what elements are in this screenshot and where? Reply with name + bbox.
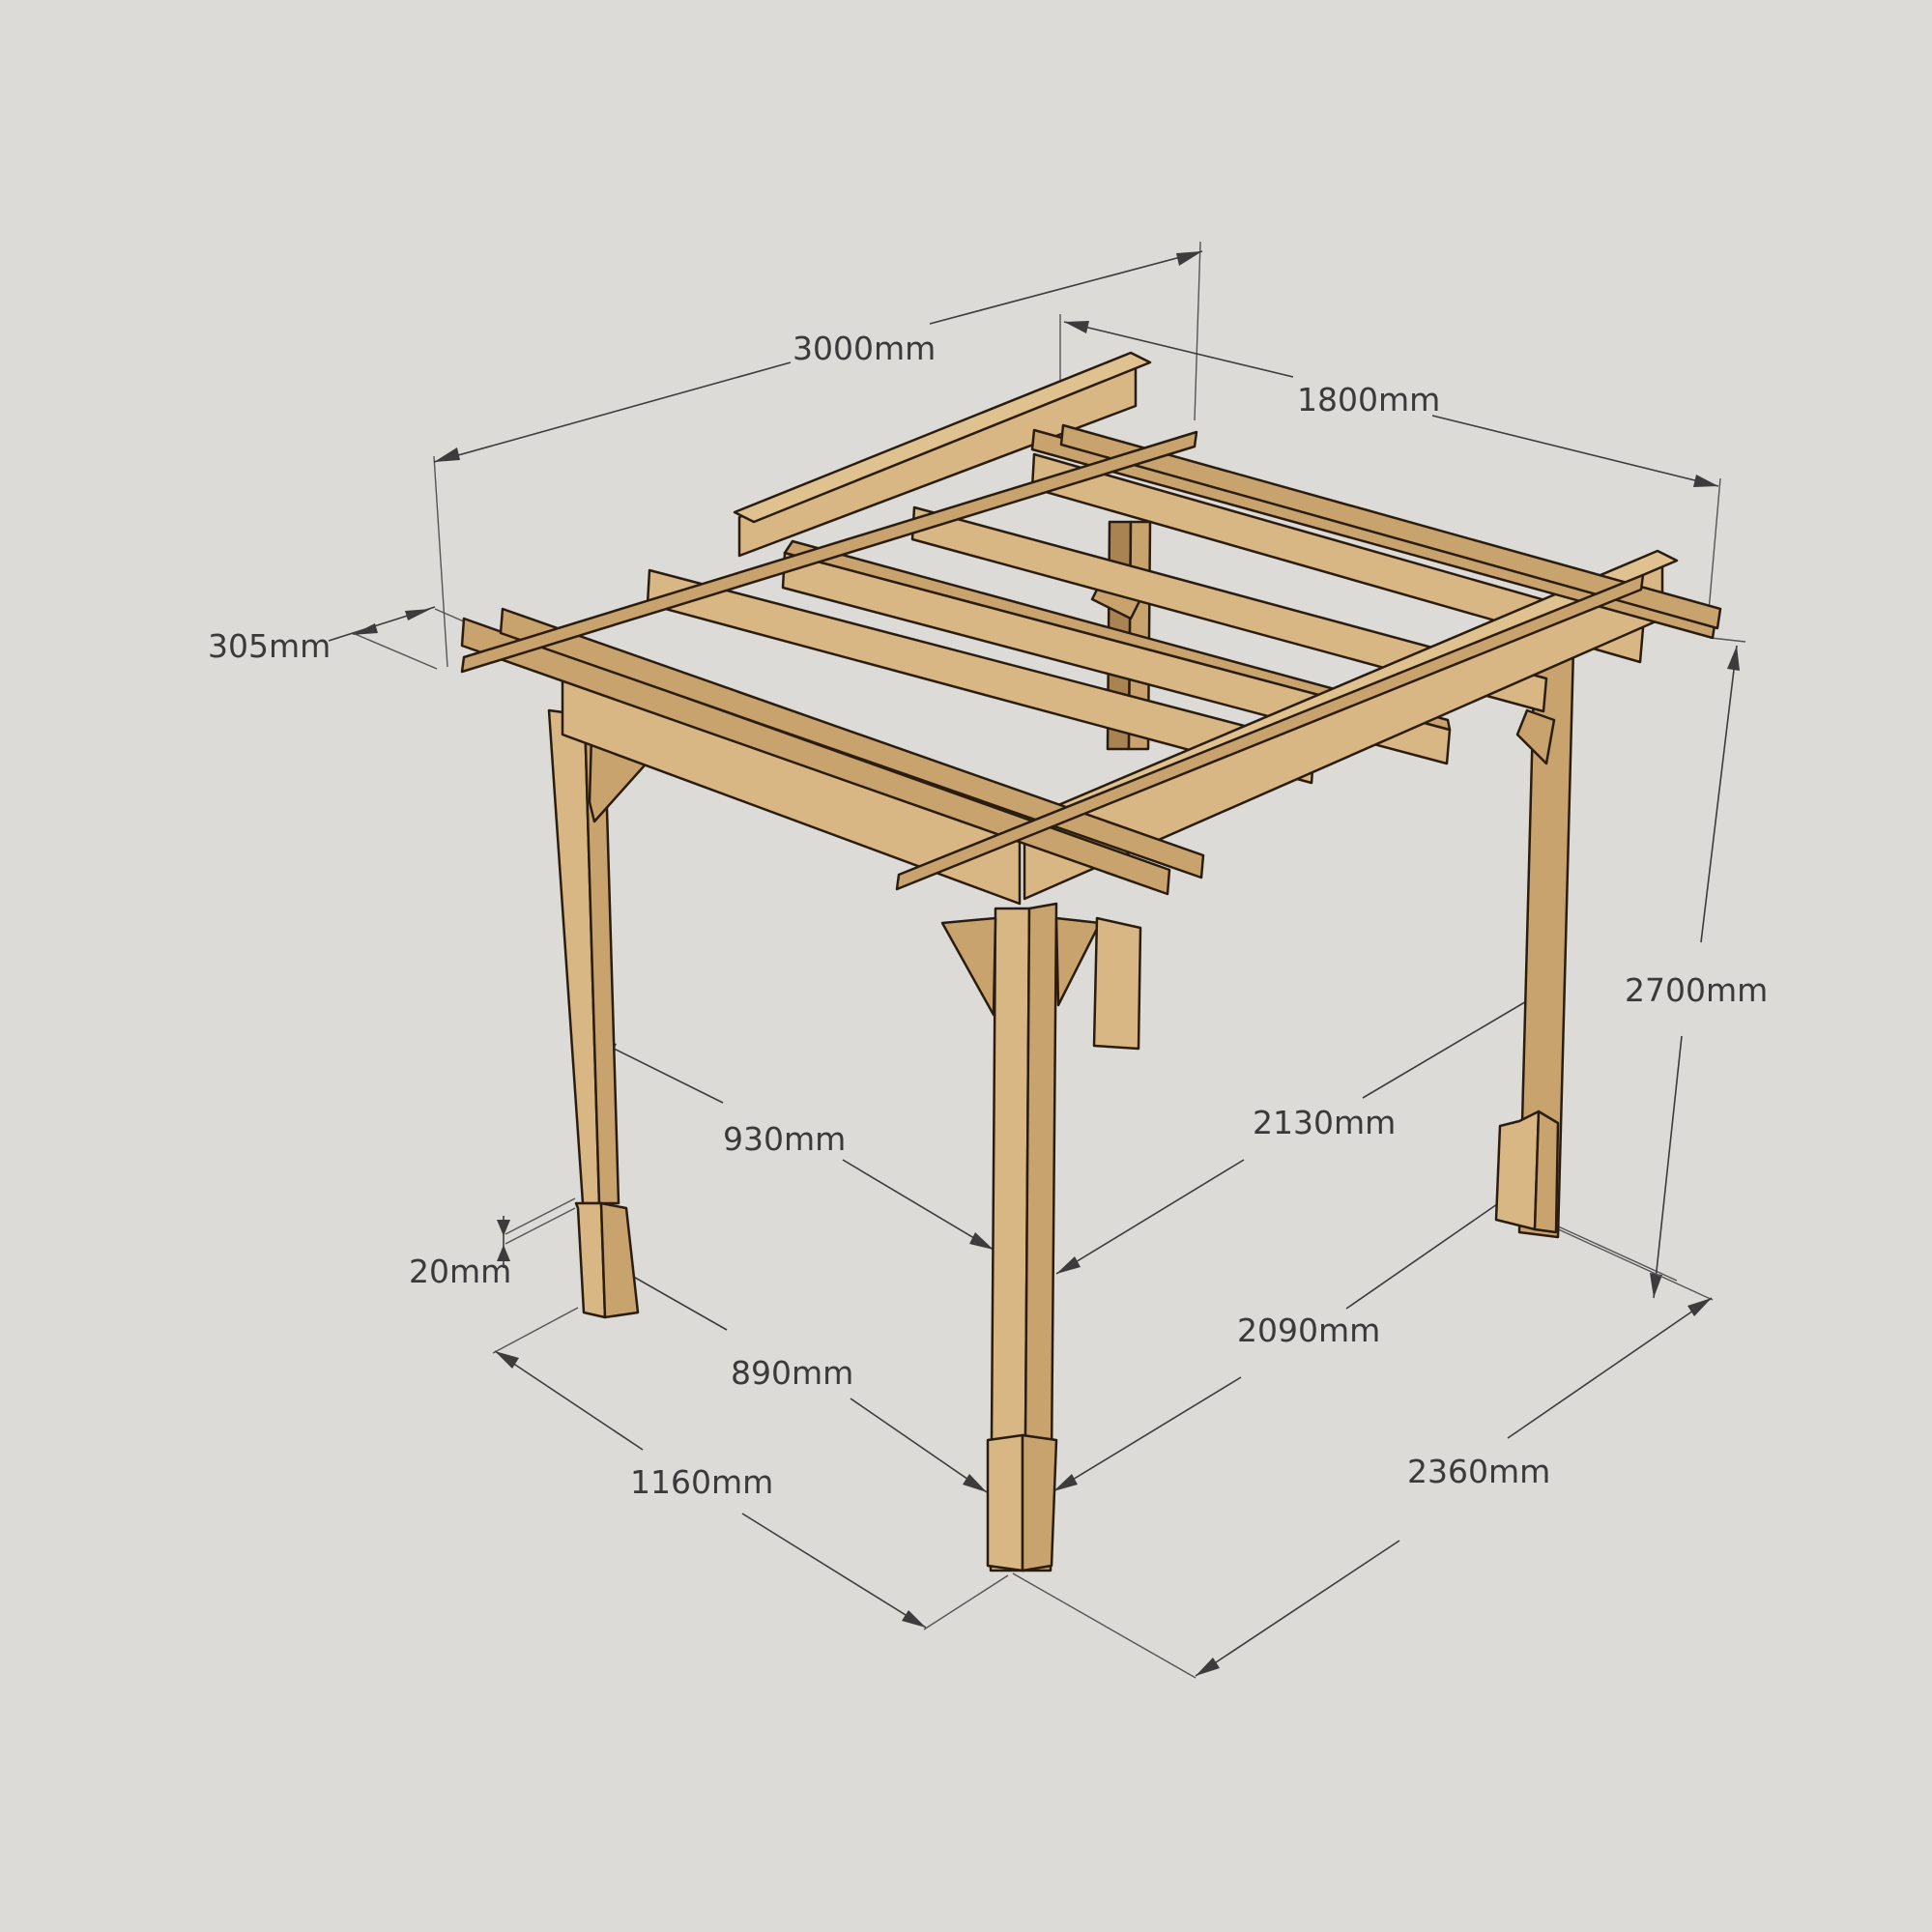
label-front-span-lower: 890mm: [731, 1354, 853, 1392]
rafters: [646, 452, 1645, 785]
label-overall-width: 1800mm: [1297, 381, 1440, 418]
dimension-labels: 3000mm 1800mm 305mm 2700mm 930mm 2130mm …: [208, 330, 1768, 1501]
right-post: [1494, 646, 1575, 1239]
top-rafters: [460, 423, 1722, 896]
dimension-lines: [328, 241, 1746, 1679]
label-front-post-centres: 1160mm: [630, 1463, 773, 1501]
label-post-base-offset: 20mm: [409, 1253, 511, 1290]
label-beam-overhang: 305mm: [208, 627, 331, 665]
left-post: [547, 708, 661, 1319]
label-overall-height: 2700mm: [1625, 971, 1768, 1009]
label-overall-length: 3000mm: [793, 330, 936, 367]
pergola-structure: [460, 351, 1722, 1572]
front-post: [940, 902, 1142, 1572]
label-side-post-centres: 2360mm: [1407, 1453, 1550, 1490]
label-side-span-lower: 2090mm: [1237, 1312, 1380, 1349]
label-side-span-upper: 2130mm: [1253, 1104, 1396, 1141]
label-front-span-upper: 930mm: [723, 1120, 846, 1158]
